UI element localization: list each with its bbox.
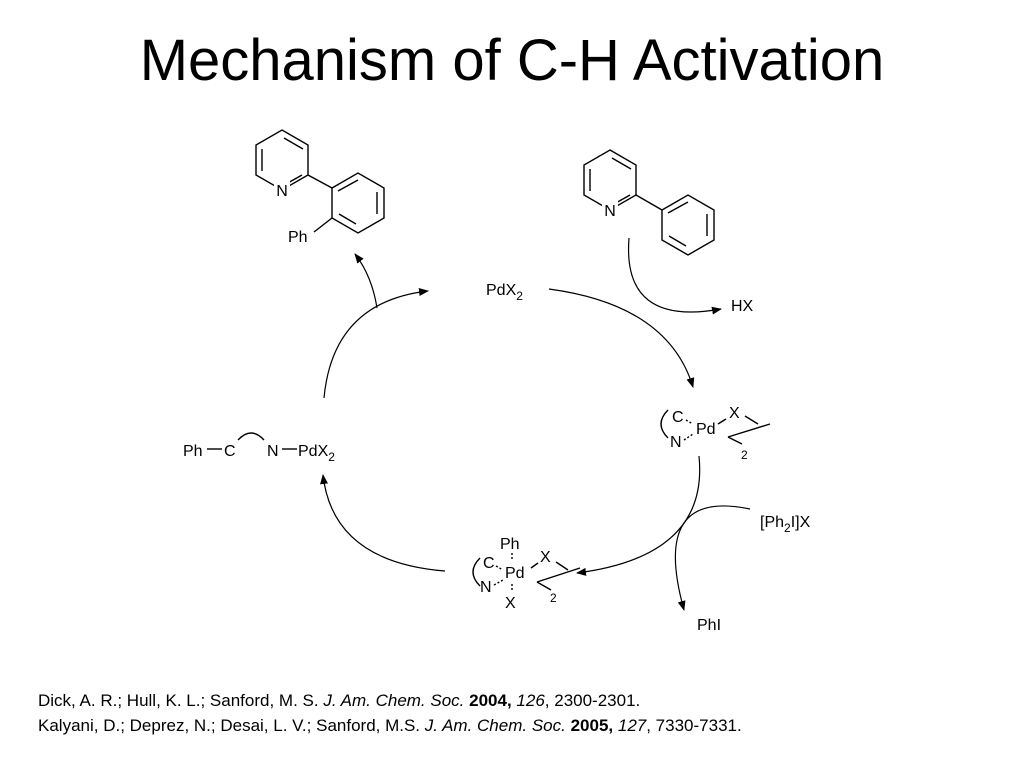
- arrow-substrate-in: [627, 237, 722, 315]
- pd-iv-axial-x: X: [505, 595, 516, 612]
- arrow-cyclometalation: [548, 288, 695, 388]
- arrow-oxidant-in: [674, 505, 751, 611]
- substrate-phenyl-ring: [661, 194, 715, 256]
- reductive-elimination-intermediate: Ph C N PdX2: [183, 432, 335, 464]
- pd-iv-bridging-x: X: [540, 549, 551, 566]
- substrate-structure: N: [583, 149, 715, 256]
- oxidant-label: [Ph2I]X: [760, 514, 811, 535]
- re-phenyl: Ph: [183, 443, 203, 460]
- pd-iv-nitrogen: N: [480, 579, 492, 596]
- palladacycle-dimer: C N Pd X 2: [660, 405, 771, 462]
- re-carbon: C: [224, 443, 236, 460]
- catalyst-pdx2: PdX2: [486, 282, 523, 303]
- arylated-product-structure: N Ph: [255, 129, 385, 246]
- arrow-product-release: [323, 288, 429, 399]
- hx-byproduct-label-text: HX: [731, 298, 754, 315]
- re-palladium: PdX2: [298, 443, 335, 464]
- arrow-oxidation: [576, 455, 701, 576]
- pyridine-ring: [255, 129, 309, 199]
- pd-iv-carbon: C: [483, 555, 495, 572]
- references: Dick, A. R.; Hull, K. L.; Sanford, M. S.…: [38, 688, 998, 738]
- product-nitrogen-label: N: [276, 183, 288, 200]
- arrow-product-out: [354, 253, 378, 309]
- palladacycle-nitrogen: N: [670, 434, 682, 451]
- pd-iv-phenyl: Ph: [500, 536, 520, 553]
- slide-title: Mechanism of C-H Activation: [139, 28, 885, 93]
- palladacycle-palladium: Pd: [696, 421, 716, 438]
- palladacycle-bridging-x: X: [729, 405, 740, 422]
- phenyl-ring: [331, 172, 385, 234]
- pd-iv-dimer: Ph C N Pd X X 2: [472, 536, 581, 612]
- pd-iv-palladium: Pd: [505, 565, 525, 582]
- pd-iv-dimer-subscript: 2: [550, 591, 557, 605]
- reference-1: Dick, A. R.; Hull, K. L.; Sanford, M. S.…: [38, 691, 641, 710]
- substrate-pyridine-ring: [583, 149, 637, 219]
- arrow-reductive-elimination: [320, 474, 446, 572]
- phi-byproduct-label: PhI: [697, 617, 721, 634]
- palladacycle-dimer-subscript: 2: [741, 448, 748, 462]
- product-phenyl-label: Ph: [288, 229, 308, 246]
- re-nitrogen: N: [267, 443, 279, 460]
- palladacycle-carbon: C: [672, 409, 684, 426]
- catalyst-label: PdX2: [486, 282, 523, 303]
- reference-2: Kalyani, D.; Deprez, N.; Desai, L. V.; S…: [38, 716, 742, 735]
- substrate-nitrogen-label: N: [604, 203, 616, 220]
- catalytic-cycle-arrows: [320, 237, 751, 611]
